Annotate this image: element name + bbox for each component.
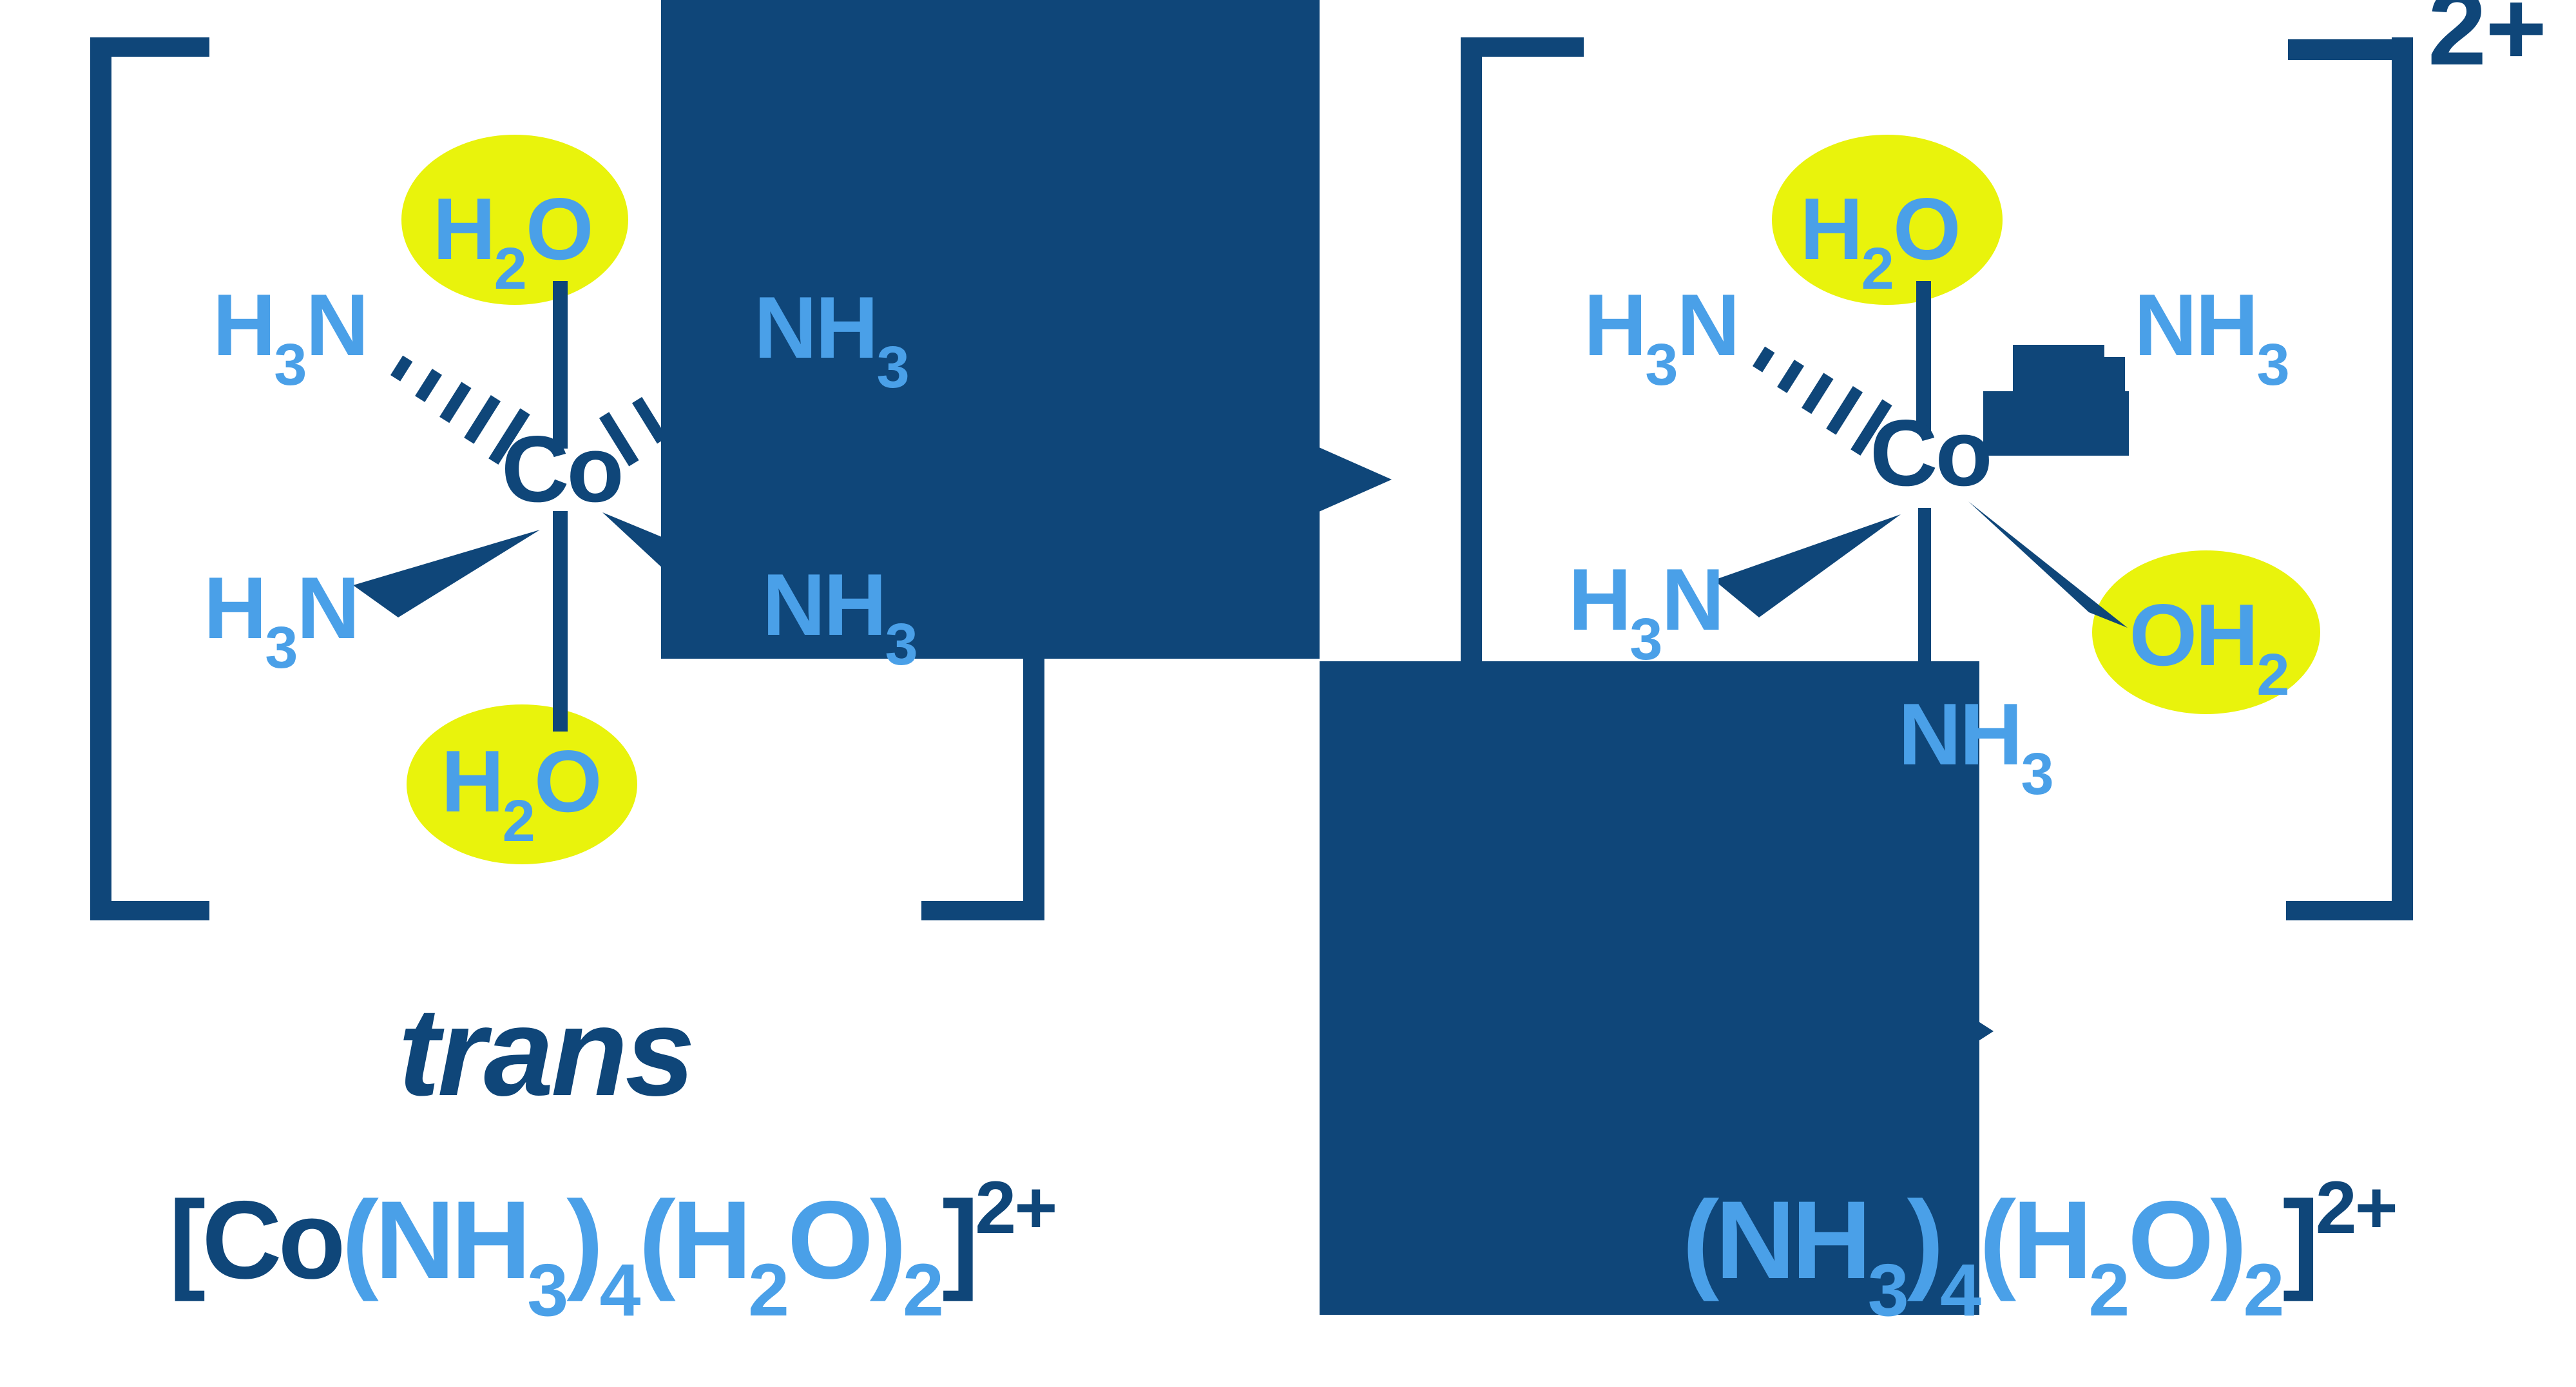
left-bracket-trans: [90, 37, 209, 920]
redaction-blob-step: [2104, 357, 2125, 396]
small-arrowhead-tip: [1975, 1020, 1994, 1043]
ligand-h3n-lowerleft-trans: H3N: [204, 559, 360, 681]
ligand-nh3-bottom-cis: NH3: [1898, 685, 2054, 807]
reaction-arrowhead: [1302, 440, 1392, 519]
ligand-nh3-upperright-trans: NH3: [754, 278, 910, 400]
ligand-h3n-upperleft-trans: H3N: [213, 276, 369, 398]
ligand-nh3-upperright-cis: NH3: [2134, 276, 2290, 398]
wedge-bond-h3n-lowerleft-cis: [1714, 514, 1901, 617]
bracket-charge-superscript: 2+: [2428, 0, 2547, 87]
highlight-ellipse-h2o-bottom-trans: [407, 704, 637, 864]
hashed-wedge-bond-h3n-upperleft-trans: [390, 355, 530, 465]
highlight-ellipse-h2o-top-trans: [401, 135, 628, 305]
metal-center-cis: Co: [1870, 400, 1993, 505]
ligand-h2o-top-cis: H2O: [1800, 180, 1961, 302]
wedge-bond-oh2-lowerright-cis: [1968, 501, 2128, 628]
redaction-rectangle-bottom: [1320, 661, 1979, 1315]
ligand-h2o-top-trans: H2O: [432, 180, 593, 302]
ligand-oh2-cis: OH2: [2129, 586, 2289, 708]
trans-formula: [Co(NH3)4(H2O)2]2+: [169, 1167, 1057, 1332]
metal-center-trans: Co: [501, 416, 624, 521]
highlight-ellipse-h2o-top-cis: [1772, 135, 2003, 305]
trans-caption: trans: [398, 982, 695, 1122]
redaction-blob-upper: [2013, 345, 2104, 396]
bond-co-h2o-top-cis: [1916, 281, 1931, 431]
ligand-h3n-upperleft-cis: H3N: [1584, 276, 1740, 398]
cis-formula: (NH3)4(H2O)2]2+: [1682, 1167, 2398, 1332]
ligand-h3n-lowerleft-cis: H3N: [1568, 550, 1725, 672]
highlight-ellipse-oh2-cis: [2092, 550, 2320, 714]
bond-co-h2o-top-trans: [553, 281, 568, 449]
redaction-rectangle-top: [661, 0, 1320, 659]
right-bracket-cis: [2286, 37, 2413, 920]
ligand-nh3-lowerright-trans: NH3: [762, 556, 918, 677]
redaction-blob-lower: [1983, 391, 2129, 456]
bond-co-nh3-bottom-cis: [1918, 508, 1931, 661]
hashed-wedge-bond-h3n-upperleft-cis: [1752, 346, 1892, 456]
wedge-bond-h3n-lowerleft-trans: [353, 530, 540, 617]
bond-co-h2o-bottom-trans: [553, 511, 568, 732]
ligand-h2o-bottom-trans: H2O: [441, 732, 602, 854]
